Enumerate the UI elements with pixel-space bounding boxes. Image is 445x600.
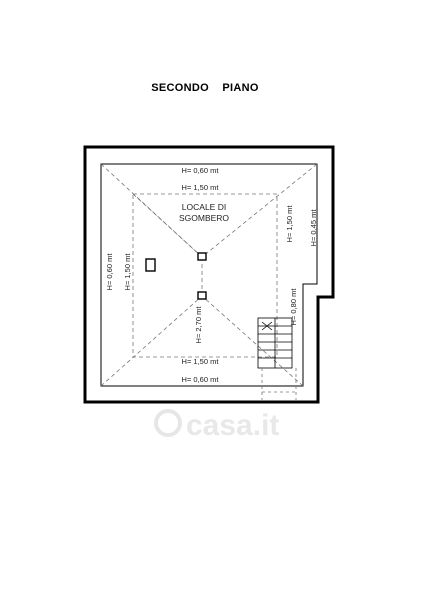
height-label-left-outer: H= 0,60 mt bbox=[105, 253, 114, 291]
height-label-stair: H= 0,80 mt bbox=[289, 288, 298, 326]
staircase bbox=[257, 317, 293, 369]
height-label-top-outer: H= 0,60 mt bbox=[182, 166, 220, 175]
height-line-150 bbox=[132, 193, 278, 358]
height-label-right-outer: H= 0,45 mt bbox=[309, 209, 318, 247]
floor-title: SECONDO PIANO bbox=[0, 82, 410, 94]
vent-square-top bbox=[197, 252, 207, 261]
height-label-bottom-outer: H= 0,60 mt bbox=[182, 375, 220, 384]
skylight bbox=[145, 258, 156, 272]
height-label-right-inner: H= 1,50 mt bbox=[285, 205, 294, 243]
floor-title-right: PIANO bbox=[222, 82, 259, 94]
height-label-bottom-inner: H= 1,50 mt bbox=[182, 357, 220, 366]
floor-title-left: SECONDO bbox=[151, 82, 209, 94]
watermark-text: casa.it bbox=[186, 409, 279, 442]
height-label-center: H= 2,70 mt bbox=[194, 306, 203, 344]
room-label-line2: SGOMBERO bbox=[179, 213, 229, 223]
height-label-top-inner: H= 1,50 mt bbox=[182, 183, 220, 192]
watermark: casa.it bbox=[154, 409, 279, 442]
room-label-line1: LOCALE DI bbox=[182, 202, 226, 212]
outer-wall bbox=[83, 145, 335, 404]
roof-hips bbox=[100, 163, 318, 387]
vent-square-bottom bbox=[197, 291, 207, 300]
stair-dashed-outline bbox=[261, 368, 297, 400]
height-label-left-inner: H= 1,50 mt bbox=[123, 253, 132, 291]
